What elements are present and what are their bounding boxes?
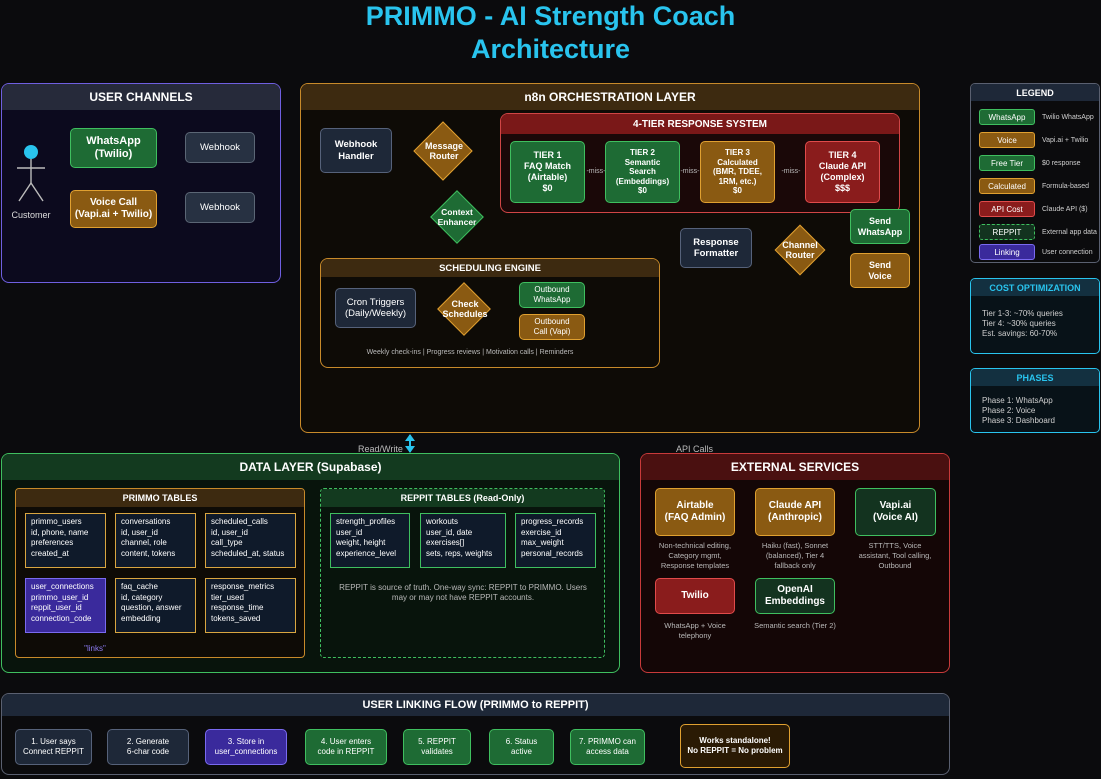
diagram-title-line2: Architecture [470, 34, 631, 64]
legend-header: LEGEND [971, 84, 1099, 101]
link-step-2: 2. Generate 6-char code [107, 729, 189, 765]
phases-panel: PHASES Phase 1: WhatsApp Phase 2: Voice … [970, 368, 1100, 433]
external-services-header: EXTERNAL SERVICES [641, 454, 949, 480]
vapi-desc: STT/TTS, Voice assistant, Tool calling, … [858, 541, 932, 570]
vapi-service: Vapi.ai (Voice AI) [855, 488, 936, 536]
link-step-7: 7. PRIMMO can access data [570, 729, 645, 765]
response-formatter: Response Formatter [680, 228, 752, 268]
link-step-3: 3. Store in user_connections [205, 729, 287, 765]
user-channels-header: USER CHANNELS [2, 84, 280, 110]
table-progress-records: progress_records exercise_id max_weight … [515, 513, 596, 568]
customer-label: Customer [11, 210, 51, 220]
channel-router-label: Channel Router [782, 239, 818, 260]
cost-optimization-text: Tier 1-3: ~70% queries Tier 4: ~30% quer… [982, 309, 1063, 338]
link-step-5: 5. REPPIT validates [403, 729, 471, 765]
tier-system-header: 4-TIER RESPONSE SYSTEM [501, 114, 899, 134]
phases-header: PHASES [971, 369, 1099, 386]
table-response-metrics: response_metrics tier_used response_time… [205, 578, 296, 633]
link-step-1: 1. User says Connect REPPIT [15, 729, 92, 765]
outbound-whatsapp: Outbound WhatsApp [519, 282, 585, 308]
link-step-6: 6. Status active [489, 729, 554, 765]
miss-label-2: -miss- [680, 168, 700, 175]
twilio-service: Twilio [655, 578, 735, 614]
table-faq-cache: faq_cache id, category question, answer … [115, 578, 196, 633]
table-conversations: conversations id, user_id channel, role … [115, 513, 196, 568]
table-scheduled-calls: scheduled_calls id, user_id call_type sc… [205, 513, 296, 568]
reppit-note: REPPIT is source of truth. One-way sync:… [339, 583, 587, 602]
webhook-handler: Webhook Handler [320, 128, 392, 173]
linking-flow-header: USER LINKING FLOW (PRIMMO to REPPIT) [2, 694, 949, 716]
works-standalone-note: Works standalone! No REPPIT = No problem [680, 724, 790, 768]
user-channels-panel: USER CHANNELS [1, 83, 281, 283]
miss-label-3: -miss- [781, 168, 801, 175]
scheduling-header: SCHEDULING ENGINE [321, 259, 659, 277]
whatsapp-webhook: Webhook [185, 132, 255, 163]
table-user-connections: user_connections primmo_user_id reppit_u… [25, 578, 106, 633]
link-step-4: 4. User enters code in REPPIT [305, 729, 387, 765]
table-strength-profiles: strength_profiles user_id weight, height… [330, 513, 410, 568]
airtable-desc: Non-technical editing, Category mgmt, Re… [658, 541, 732, 570]
context-enhancer-label: Context Enhancer [437, 207, 477, 227]
orchestration-header: n8n ORCHESTRATION LAYER [301, 84, 919, 110]
scheduling-note: Weekly check-ins | Progress reviews | Mo… [366, 349, 574, 356]
reppit-tables-header: REPPIT TABLES (Read-Only) [321, 489, 604, 507]
cron-triggers: Cron Triggers (Daily/Weekly) [335, 288, 416, 328]
scheduling-panel: SCHEDULING ENGINE [320, 258, 660, 368]
openai-embeddings-service: OpenAI Embeddings [755, 578, 835, 614]
data-layer-header: DATA LAYER (Supabase) [2, 454, 619, 480]
api-calls-label: API Calls [676, 444, 714, 454]
claude-api-service: Claude API (Anthropic) [755, 488, 835, 536]
send-voice: Send Voice [850, 253, 910, 288]
cost-optimization-header: COST OPTIMIZATION [971, 279, 1099, 296]
tier1-faq-match: TIER 1 FAQ Match (Airtable) $0 [510, 141, 585, 203]
tier2-semantic-search: TIER 2 Semantic Search (Embeddings) $0 [605, 141, 680, 203]
primmo-tables-header: PRIMMO TABLES [16, 489, 304, 507]
table-workouts: workouts user_id, date exercises[] sets,… [420, 513, 506, 568]
airtable-service: Airtable (FAQ Admin) [655, 488, 735, 536]
phases-text: Phase 1: WhatsApp Phase 2: Voice Phase 3… [982, 396, 1055, 425]
whatsapp-channel: WhatsApp (Twilio) [70, 128, 157, 168]
send-whatsapp: Send WhatsApp [850, 209, 910, 244]
tier3-calculated: TIER 3 Calculated (BMR, TDEE, 1RM, etc.)… [700, 141, 775, 203]
check-schedules-label: Check Schedules [442, 298, 488, 319]
voice-call-channel: Voice Call (Vapi.ai + Twilio) [70, 190, 157, 228]
links-label: "links" [84, 644, 106, 653]
table-primmo-users: primmo_users id, phone, name preferences… [25, 513, 106, 568]
voice-webhook: Webhook [185, 192, 255, 223]
legend-free-tier: Free Tier$0 response [979, 155, 1081, 171]
outbound-call: Outbound Call (Vapi) [519, 314, 585, 340]
read-write-label: Read/Write [358, 444, 403, 454]
diagram-title-line1: PRIMMO - AI Strength Coach [365, 1, 736, 31]
twilio-desc: WhatsApp + Voice telephony [664, 621, 726, 640]
openai-desc: Semantic search (Tier 2) [754, 621, 836, 630]
claude-desc: Haiku (fast), Sonnet (balanced), Tier 4 … [761, 541, 829, 570]
message-router-label: Message Router [424, 140, 464, 161]
tier4-claude-api: TIER 4 Claude API (Complex) $$$ [805, 141, 880, 203]
miss-label-1: -miss- [586, 168, 606, 175]
cost-optimization-panel: COST OPTIMIZATION Tier 1-3: ~70% queries… [970, 278, 1100, 354]
customer-icon [17, 145, 45, 202]
